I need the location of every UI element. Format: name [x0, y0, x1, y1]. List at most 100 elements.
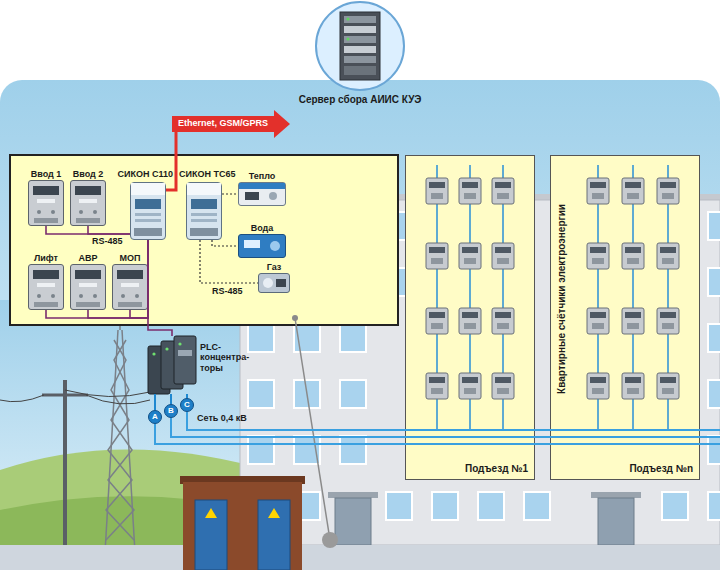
rs485-line [46, 226, 130, 234]
circle-shape [152, 352, 155, 355]
use-shape [657, 243, 679, 269]
rect-shape [328, 492, 378, 498]
meter-box: Лифт [28, 264, 64, 310]
meter-box: Ввод 1 [28, 180, 64, 226]
use-shape [492, 178, 514, 204]
gsm-arrow-body [172, 110, 290, 138]
device-label: Вода [251, 223, 274, 233]
rs485-line-path [130, 240, 148, 318]
rect-shape [344, 46, 376, 53]
circle-shape [263, 278, 273, 288]
path-shape [65, 390, 150, 397]
rect-shape [239, 183, 285, 189]
phase-link-path [154, 394, 156, 410]
rect-shape [598, 498, 634, 545]
network-line [171, 418, 405, 437]
rect-shape [34, 302, 58, 307]
leader-line [292, 315, 338, 548]
rs485-line-label: RS-485 [92, 237, 123, 247]
line-shape [597, 165, 599, 430]
meter-box-art [71, 265, 107, 311]
rect-shape [244, 240, 260, 248]
line-shape [295, 318, 330, 540]
phase-circle: А [148, 410, 162, 424]
rect-shape [190, 228, 218, 236]
line-shape [469, 165, 471, 430]
line-shape [667, 165, 669, 430]
rect-shape [187, 183, 221, 195]
rect-shape [178, 350, 192, 356]
network-line-path [187, 412, 405, 430]
rect-shape [708, 268, 720, 296]
phase-link [187, 394, 188, 398]
rect-shape [708, 212, 720, 240]
meter-box: Ввод 2 [70, 180, 106, 226]
use-shape [459, 373, 481, 399]
rect-shape [662, 492, 688, 520]
controller-label: СИКОН ТС65 [179, 169, 235, 179]
meter-label: АВР [78, 253, 97, 263]
network-line [187, 412, 405, 430]
use-shape [622, 178, 644, 204]
rect-shape [75, 270, 101, 279]
rs485-dashed-path [222, 193, 238, 194]
rect-shape [135, 199, 161, 209]
meter-label: Лифт [34, 253, 58, 263]
plc-link [148, 240, 172, 336]
rs485-dashed [222, 194, 238, 195]
circle-shape [270, 241, 280, 251]
use-shape [587, 308, 609, 334]
rect-shape [135, 213, 161, 216]
rs485-dashed-label: RS-485 [212, 287, 243, 297]
circle-shape [51, 210, 55, 214]
rect-shape [258, 500, 290, 570]
circle-shape [135, 294, 139, 298]
rect-shape [174, 336, 196, 384]
circle-shape [79, 210, 83, 214]
phase-link-path [186, 394, 188, 398]
riser-wire [437, 165, 668, 430]
circle-shape [322, 532, 338, 548]
polygon-shape [268, 508, 280, 518]
phase-link-path [170, 394, 172, 404]
rect-shape [708, 492, 720, 520]
network-line-path [171, 418, 405, 437]
rect-shape [248, 380, 274, 408]
use-shape [587, 373, 609, 399]
line-shape [405, 429, 720, 431]
use-shape [622, 373, 644, 399]
rs485-line [46, 240, 148, 318]
rect-shape [191, 219, 217, 222]
controller-box: СИКОН ТС65 [186, 182, 222, 240]
use-shape [657, 373, 679, 399]
meter-label: Ввод 1 [31, 169, 62, 179]
use-shape [587, 243, 609, 269]
concentrator-label: PLC- концентра- торы [200, 342, 264, 373]
network-label: Сеть 0,4 кВ [197, 414, 247, 424]
controller-box-art [131, 183, 167, 241]
phase-letter: С [181, 399, 193, 411]
rs485-dashed [200, 240, 258, 283]
entrance-panel: Подъезд №1 [405, 155, 535, 480]
plc-concentrator: PLC- концентра- торы [148, 336, 196, 394]
server-node-art [290, 0, 430, 130]
entrance-label: Подъезд №n [629, 463, 693, 475]
rect-shape [76, 218, 100, 223]
rect-shape [344, 66, 376, 75]
rect-shape [340, 324, 366, 352]
rs485-line [88, 226, 130, 234]
network-line [405, 430, 720, 444]
rect-shape [34, 218, 58, 223]
circle-shape [37, 294, 41, 298]
cell-tower [104, 312, 136, 570]
rect-shape [183, 482, 302, 570]
rect-shape [79, 283, 97, 287]
rect-shape [79, 199, 97, 203]
entrance-label: Подъезд №1 [465, 463, 528, 475]
rs485-line-path [88, 240, 148, 318]
rect-shape [131, 183, 165, 195]
rs485-line-path [46, 240, 148, 318]
circle-shape [93, 210, 97, 214]
rect-shape [524, 492, 550, 520]
polygon-shape [205, 508, 217, 518]
